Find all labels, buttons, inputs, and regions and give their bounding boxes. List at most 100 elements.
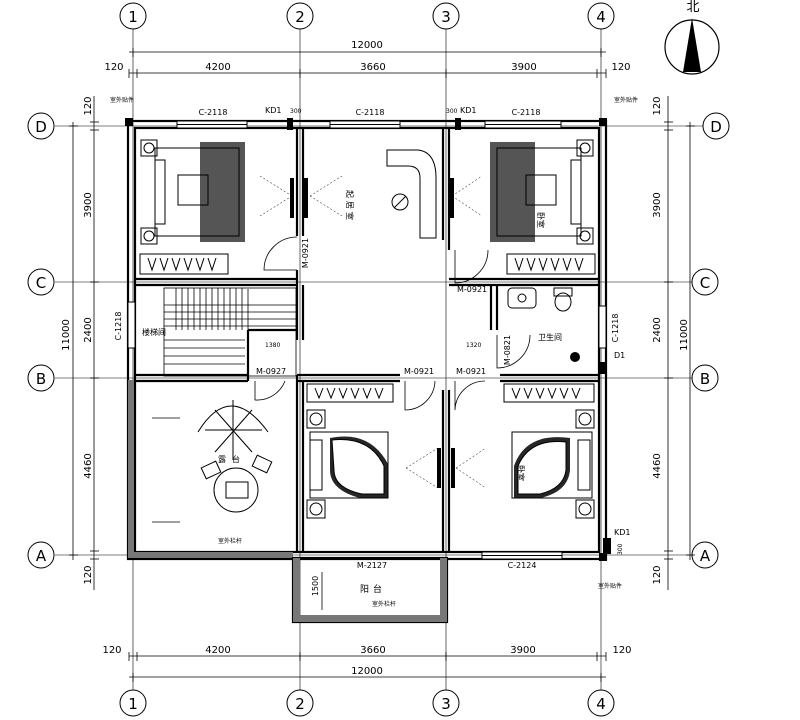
door-label: M-0821 (503, 335, 512, 365)
bedroom-ne: 卧室 (490, 139, 596, 275)
interior-walls (135, 128, 599, 553)
axis-label: D (710, 118, 722, 136)
dim-segment: 3660 (360, 62, 385, 73)
axis-label: B (36, 370, 46, 388)
right-dimensions: 120 3900 2400 4460 120 11000 (652, 96, 695, 590)
axis-label: 3 (441, 695, 451, 713)
c1218-left: C-1218 (114, 312, 123, 341)
door-label: M-0921 (457, 285, 487, 294)
axis-label: 4 (596, 695, 606, 713)
axis-label: 1 (128, 695, 138, 713)
tag-label: 室外贴件 (598, 582, 622, 590)
axis-label: B (700, 370, 710, 388)
rail-terrace: 室外栏杆 (218, 537, 242, 545)
w300-label: 300 (446, 108, 458, 115)
dim-segment: 120 (652, 565, 663, 584)
window-label: C-2118 (512, 108, 541, 117)
dim-segment: 3900 (510, 645, 535, 656)
axis-bubbles-right: D C B A (691, 112, 730, 569)
axis-bubbles-left: D C B A (27, 112, 55, 569)
axis-label: A (700, 547, 711, 565)
dim-total: 11000 (61, 319, 72, 351)
dim-segment: 4200 (205, 645, 230, 656)
bed-label: 卧室 (536, 212, 546, 228)
axis-label: 4 (596, 8, 606, 26)
dim-segment: 3900 (83, 192, 94, 217)
axis-label: 1 (128, 8, 138, 26)
stair-label: 楼梯间 (142, 327, 166, 337)
c1218-right: C-1218 (611, 314, 620, 343)
windows-top: C-2118 C-2118 C-2118 KD1 KD1 300 300 室外贴… (110, 96, 638, 130)
dim-segment: 4460 (83, 453, 94, 478)
w300-label: 300 (290, 108, 302, 115)
kd1-label: KD1 (265, 106, 282, 115)
kd1-label: KD1 (614, 528, 631, 537)
m2127-label: M-2127 (357, 561, 387, 570)
north-arrow: 北 (664, 0, 720, 75)
axis-bubbles-top: 1 2 3 4 (119, 2, 615, 30)
dim-segment: 120 (83, 96, 94, 115)
bed-label: 卧室 (516, 465, 526, 481)
axis-label: C (700, 274, 710, 292)
axis-label: 2 (295, 8, 305, 26)
dim-segment: 120 (611, 62, 630, 73)
axis-label: C (36, 274, 46, 292)
terrace-parapet (128, 380, 293, 558)
axis-label: D (35, 118, 47, 136)
window-label: C-2118 (199, 108, 228, 117)
dim-segment: 4200 (205, 62, 230, 73)
lounge-label: 起居室 (345, 190, 355, 223)
w300-label: 300 (617, 543, 624, 555)
bathroom: 卫生间 1320 (466, 287, 580, 362)
d1-label: D1 (614, 351, 625, 360)
dim-segment: 120 (83, 565, 94, 584)
axis-label: 2 (295, 695, 305, 713)
staircase: 楼梯间 1380 (142, 287, 297, 377)
dim-segment: 3900 (511, 62, 536, 73)
top-dimensions: 12000 120 4200 3660 3900 120 (104, 40, 631, 78)
tag-label: 室外贴件 (614, 96, 638, 104)
terrace: 露台 室外栏杆 (152, 400, 273, 545)
dim-segment: 2400 (652, 317, 663, 342)
left-dimensions: 11000 120 3900 2400 4460 120 (61, 96, 99, 590)
bottom-dimensions: 120 4200 3660 3900 120 12000 (102, 645, 632, 682)
bedroom-nw (139, 139, 294, 275)
door-label: M-0927 (256, 367, 286, 376)
dim-segment: 2400 (83, 317, 94, 342)
dim-1500: 1500 (311, 576, 320, 596)
side-windows: C-1218 C-1218 C-2124 M-2127 KD1 300 室外贴件… (114, 301, 631, 590)
kd1-label: KD1 (460, 106, 477, 115)
bedroom-sw (306, 383, 487, 519)
dim-total: 11000 (679, 319, 690, 351)
tag-label: 室外贴件 (110, 96, 134, 104)
bath-label: 卫生间 (538, 332, 562, 342)
dim-total: 12000 (351, 666, 383, 677)
axis-label: 3 (441, 8, 451, 26)
balcony: 1500 阳台 室外栏杆 (291, 556, 449, 624)
door-label: M-0921 (456, 367, 486, 376)
north-label: 北 (686, 0, 699, 15)
balcony-label: 阳台 (360, 583, 386, 595)
axis-label: A (36, 547, 47, 565)
doors: M-0921 M-0921 M-0927 M-0921 M-0921 M-082… (254, 236, 531, 411)
lounge: 起居室 (259, 149, 483, 239)
door-label: M-0921 (404, 367, 434, 376)
dim-segment: 120 (652, 96, 663, 115)
axis-bubbles-bottom: 1 2 3 4 (119, 689, 615, 717)
bedroom-se: 卧室 (503, 383, 595, 519)
dim-segment: 3900 (652, 192, 663, 217)
rail-balcony: 室外栏杆 (372, 600, 396, 608)
dim-segment: 4460 (652, 453, 663, 478)
c2124-label: C-2124 (508, 561, 537, 570)
window-label: C-2118 (356, 108, 385, 117)
dim-total: 12000 (351, 40, 383, 51)
terrace-label: 露台 (218, 454, 246, 464)
dim-segment: 120 (104, 62, 123, 73)
door-label: M-0921 (301, 238, 310, 268)
dim-1320: 1320 (466, 342, 481, 349)
dim-segment: 120 (102, 645, 121, 656)
dim-segment: 120 (612, 645, 631, 656)
dim-segment: 3660 (360, 645, 385, 656)
dim-1380: 1380 (265, 342, 280, 349)
